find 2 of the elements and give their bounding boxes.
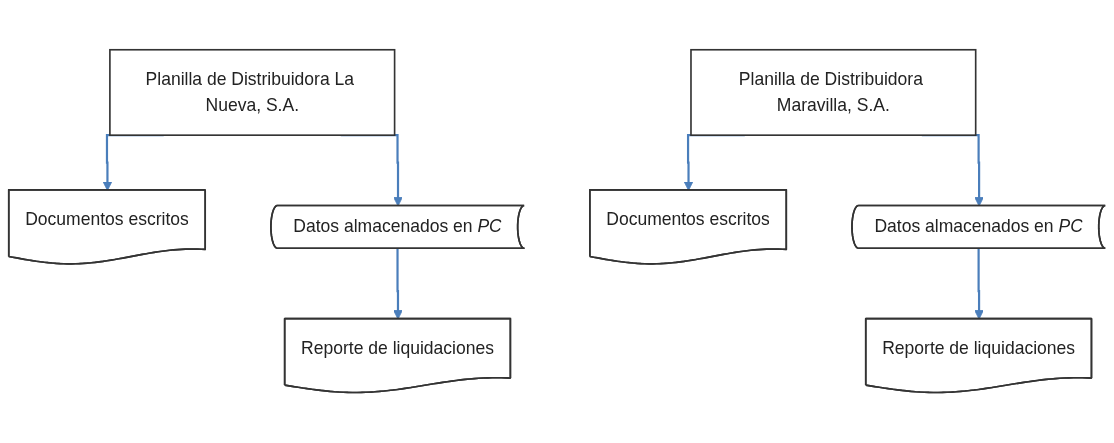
node-box: Planilla de Distribuidora Maravilla, S.A. xyxy=(690,49,977,137)
node-box: Planilla de Distribuidora La Nueva, S.A. xyxy=(109,49,396,137)
